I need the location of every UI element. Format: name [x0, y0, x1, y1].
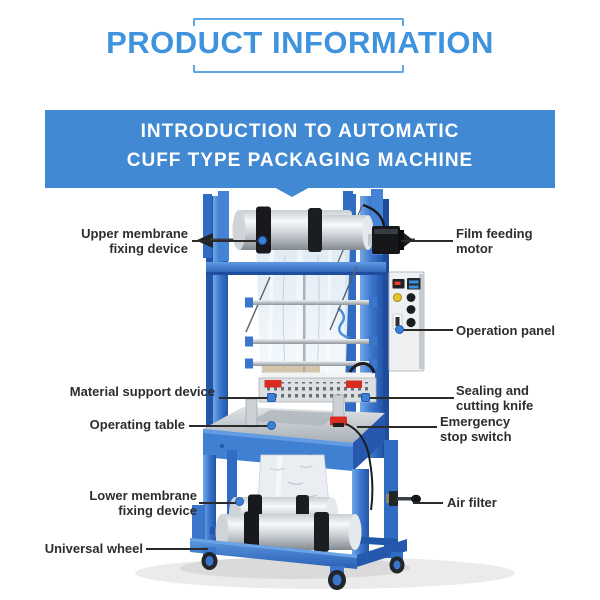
leader-upper-membrane: [192, 240, 262, 242]
leader-operating-table: [189, 425, 270, 427]
intro-banner: INTRODUCTION TO AUTOMATIC CUFF TYPE PACK…: [45, 110, 555, 188]
leader-sealing-knife: [368, 397, 454, 399]
leader-air-filter: [413, 502, 443, 504]
leader-universal-wheel: [146, 548, 208, 550]
title-bracket-top: [193, 18, 404, 26]
leader-lower-membrane: [199, 502, 238, 504]
casters: [201, 547, 405, 590]
label-operation-panel: Operation panel: [456, 323, 555, 338]
leader-operation-panel: [403, 329, 453, 331]
label-film-feeding-motor: Film feeding motor: [456, 226, 533, 256]
label-emergency-stop-switch: Emergency stop switch: [440, 414, 512, 444]
guide-rods: [245, 297, 377, 369]
label-upper-membrane-fixing-device: Upper membrane fixing device: [81, 226, 188, 256]
title-bracket-bottom: [193, 65, 404, 73]
base-frame: [190, 505, 407, 569]
label-operating-table: Operating table: [89, 417, 185, 432]
cross-beam: [206, 262, 386, 275]
dot-lower-membrane: [235, 497, 244, 506]
leader-material-support: [219, 397, 271, 399]
operation-panel-part: [385, 271, 425, 372]
dot-material-support: [267, 393, 276, 402]
dot-operation-panel: [395, 325, 404, 334]
label-material-support-device: Material support device: [69, 384, 215, 399]
leader-emergency-stop: [357, 426, 437, 428]
sealing-box: [258, 362, 377, 403]
air-filter-part: [386, 491, 421, 506]
page-title: PRODUCT INFORMATION: [106, 25, 494, 60]
dot-operating-table: [267, 421, 276, 430]
label-air-filter: Air filter: [447, 495, 497, 510]
label-sealing-and-cutting-knife: Sealing and cutting knife: [456, 383, 534, 413]
leader-film-feeding-motor: [401, 240, 453, 242]
label-lower-membrane-fixing-device: Lower membrane fixing device: [89, 488, 197, 518]
banner-arrow-icon: [263, 181, 321, 197]
intro-banner-line2: CUFF TYPE PACKAGING MACHINE: [126, 150, 474, 171]
label-universal-wheel: Universal wheel: [44, 541, 143, 556]
dot-sealing-knife: [361, 393, 370, 402]
dot-upper-membrane: [258, 236, 267, 245]
intro-banner-line1: INTRODUCTION TO AUTOMATIC: [140, 121, 460, 142]
